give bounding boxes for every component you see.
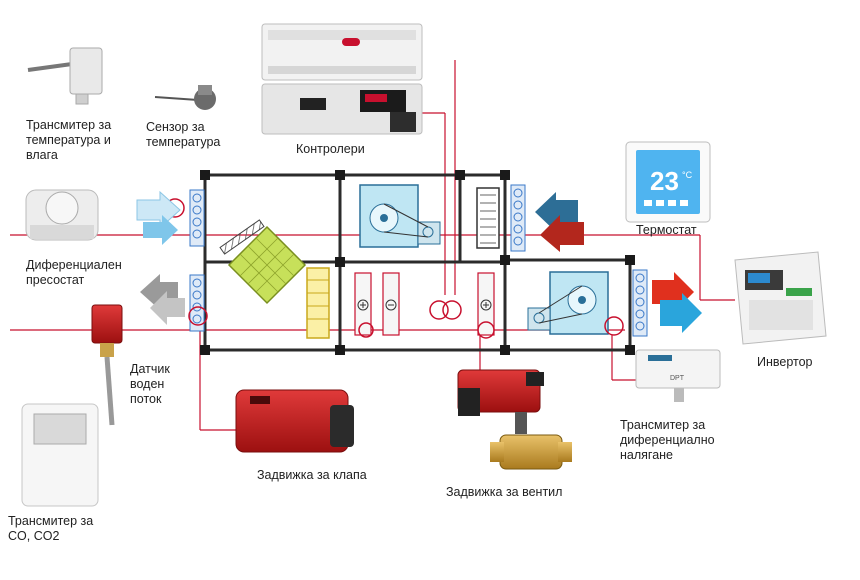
label-valve-actuator: Задвижка за вентил (446, 485, 563, 499)
fan-upper (359, 184, 441, 248)
arrow-supply-out (652, 272, 702, 333)
controllers-device (261, 23, 423, 135)
filter-strips (189, 184, 648, 337)
heater-elements (354, 272, 495, 336)
temp-humidity-transmitter-device (27, 47, 103, 105)
silencer-louvre (476, 187, 500, 249)
dpt-transmitter-device: DPT (635, 349, 721, 402)
thermostat-unit: °C (682, 170, 693, 180)
heater-symbols (357, 299, 492, 311)
water-flow-sensor-device (91, 304, 123, 426)
signal-lines (10, 60, 735, 431)
label-diff-pressure-transmitter: Трансмитер за диференциално налягане (620, 418, 715, 462)
sensor-points (165, 198, 624, 339)
temp-sensor-device (154, 85, 216, 110)
dpt-text: DPT (670, 375, 685, 382)
arrow-exhaust-out (140, 274, 185, 325)
frame-corners (200, 170, 635, 355)
label-co2-transmitter: Трансмитер за CO, CO2 (8, 514, 94, 543)
inverter-device (734, 251, 827, 345)
arrow-return-in (535, 192, 584, 252)
coil-yellow (306, 267, 330, 339)
label-damper-actuator: Задвижка за клапа (257, 468, 367, 482)
arrow-fresh-air-in (136, 190, 181, 245)
damper-actuator-device (235, 389, 354, 453)
label-temp-humidity-transmitter: Трансмитер за температура и влага (26, 118, 112, 162)
label-thermostat: Термостат (636, 223, 697, 237)
thermostat-device: 23 °C (625, 141, 711, 223)
thermostat-reading: 23 (650, 166, 679, 196)
label-diff-pressostat: Диференциален пресостат (26, 258, 122, 287)
fan-lower (527, 271, 609, 335)
diff-pressostat-device (25, 189, 99, 241)
label-temp-sensor: Сензор за температура (146, 120, 221, 149)
label-inverter: Инвертор (757, 355, 813, 369)
label-controllers: Контролери (296, 142, 365, 156)
label-water-flow-sensor: Датчик воден поток (130, 362, 170, 406)
heat-exchanger (219, 219, 307, 305)
co2-transmitter-device (21, 403, 99, 507)
valve-actuator-device (457, 369, 572, 470)
